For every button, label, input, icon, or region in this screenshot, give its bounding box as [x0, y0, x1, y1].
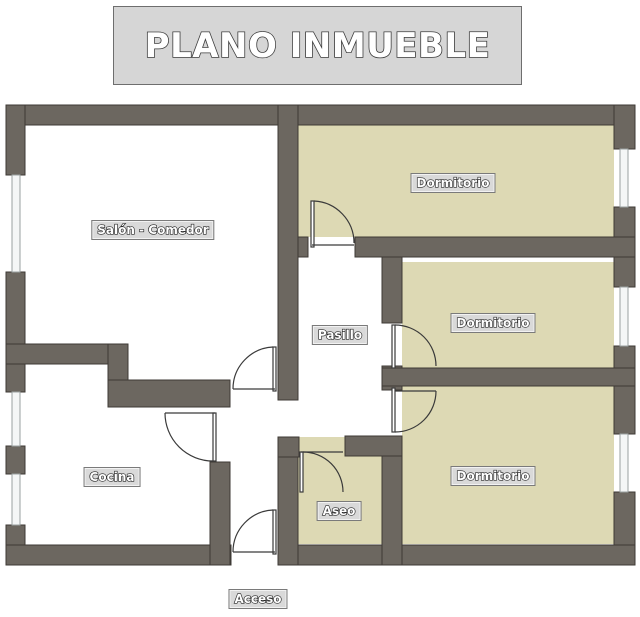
wall-bathroom-top-right	[344, 435, 403, 457]
door-bedroom-1	[310, 200, 355, 248]
label-dormitorio-2: Dormitorio	[450, 313, 536, 333]
wall-left-2	[5, 271, 26, 393]
wall-kitchen-top	[107, 379, 231, 408]
bedroom-3-floor	[402, 386, 614, 544]
label-dormitorio-3: Dormitorio	[450, 466, 536, 486]
window-bedroom-3	[619, 433, 629, 493]
wall-left-1	[5, 104, 26, 176]
windows	[11, 148, 629, 526]
wall-left-3	[5, 445, 26, 475]
doors	[164, 200, 437, 555]
door-kitchen	[164, 412, 217, 462]
hallway-floor	[298, 257, 382, 437]
door-salon	[232, 346, 277, 392]
wall-right-3	[613, 345, 636, 435]
wall-top	[5, 104, 636, 126]
wall-kitchen-right	[209, 461, 231, 566]
door-bedroom-3	[391, 387, 437, 433]
wall-salon-kitchen	[5, 343, 111, 365]
window-salon	[11, 174, 21, 273]
wall-bedroom1-left	[297, 236, 309, 258]
door-bathroom	[299, 451, 344, 493]
label-cocina: Cocina	[83, 467, 141, 487]
door-entrance	[232, 509, 277, 555]
plan-title: PLANO INMUEBLE	[144, 25, 491, 67]
window-bedroom-2	[619, 286, 629, 347]
label-acceso: Acceso	[228, 589, 288, 609]
wall-right-1	[613, 104, 636, 150]
walls	[5, 104, 636, 566]
wall-salon-right	[277, 104, 299, 401]
wall-bedroom1-bottom	[354, 236, 636, 258]
wall-bedroom2-left-1	[381, 256, 403, 324]
label-salon-comedor: Salón - Comedor	[91, 220, 215, 240]
wall-bottom-1	[5, 544, 232, 566]
wall-bathroom-top	[277, 436, 300, 458]
label-aseo: Aseo	[316, 501, 362, 521]
window-kitchen-2	[11, 473, 21, 526]
label-pasillo: Pasillo	[311, 325, 369, 345]
wall-bottom-2	[277, 544, 636, 566]
wall-bedroom3-top	[381, 367, 636, 387]
window-bedroom-1	[619, 148, 629, 208]
label-dormitorio-1: Dormitorio	[410, 173, 496, 193]
wall-kitchen-step	[107, 343, 129, 383]
plan-title-box: PLANO INMUEBLE	[113, 6, 522, 85]
door-bedroom-2	[391, 324, 437, 369]
window-kitchen-1	[11, 391, 21, 447]
